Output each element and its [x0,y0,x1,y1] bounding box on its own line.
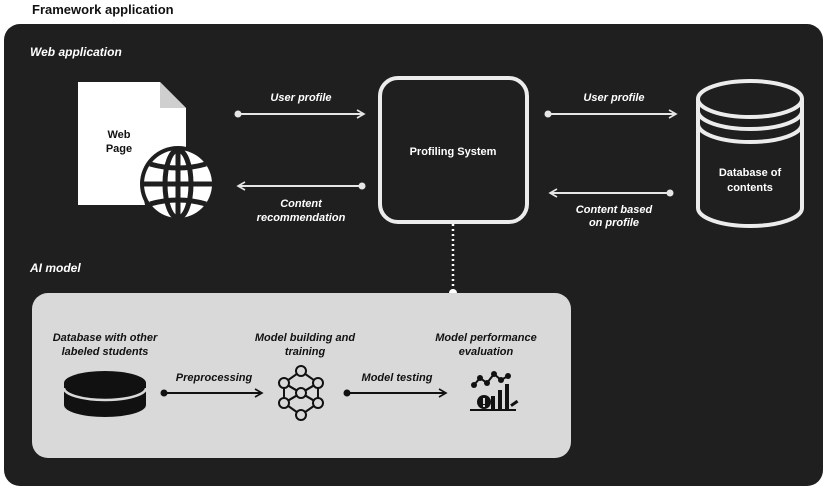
globe-icon [140,146,216,222]
arrow-label-user-profile-1: User profile [270,92,331,104]
arrow-label-content-based-1: Content based [576,204,653,216]
neural-network-icon [278,365,324,421]
profiling-system-label: Profiling System [410,146,497,158]
step-database-label-line1: Database with other [53,332,158,344]
web-section-title: Web application [30,45,122,59]
step-database-label-line2: labeled students [62,346,149,358]
database-disk-icon [62,371,148,417]
step-model-performance-label-line2: evaluation [459,346,514,358]
arrow-profiling-to-web [236,181,366,191]
database-label-line2: contents [727,182,773,194]
web-page-label-line1: Web [107,129,130,141]
arrow-label-content-recommendation-1: Content [280,198,323,210]
web-page-icon [78,82,216,222]
figure-title: Framework application [32,2,174,17]
arrow-label-user-profile-2: User profile [583,92,644,104]
arrow-label-model-testing: Model testing [362,372,433,384]
performance-chart-icon [470,371,519,411]
database-cylinder-icon [696,79,804,228]
arrow-label-content-based-2: on profile [589,217,639,229]
profiling-system-box [378,76,529,224]
step-model-building-label-line1: Model building and [255,332,355,344]
arrow-preprocessing [160,388,264,398]
web-page-label-line2: Page [106,143,132,155]
arrow-label-content-recommendation-2: recommendation [257,212,346,224]
step-model-performance-label-line1: Model performance [435,332,536,344]
arrow-label-preprocessing: Preprocessing [176,372,253,384]
step-model-building-label-line2: training [285,346,326,358]
arrow-model-testing [343,388,448,398]
ai-section-title: AI model [29,261,81,275]
arrow-profiling-to-database [544,109,678,119]
arrow-web-to-profiling [234,109,366,119]
database-label-line1: Database of [719,167,782,179]
arrow-database-to-profiling [548,188,674,198]
